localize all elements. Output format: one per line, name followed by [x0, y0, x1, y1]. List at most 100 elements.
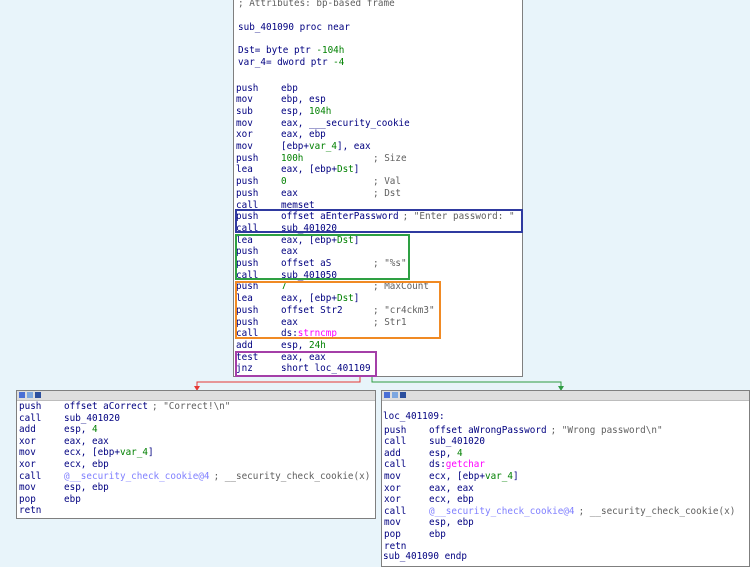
- correct-instruction-line[interactable]: retn: [19, 505, 375, 517]
- mnemonic: test: [236, 351, 259, 363]
- node-graph-icon[interactable]: [35, 392, 41, 398]
- mnemonic: xor: [384, 494, 401, 506]
- operand: offset aCorrect: [64, 401, 148, 412]
- main-instruction-line[interactable]: xor eax, ebp: [236, 129, 522, 141]
- operand: ecx, [ebp+var_4]: [64, 447, 154, 459]
- color-picker-icon[interactable]: [384, 392, 390, 398]
- operand: esp, 104h: [281, 105, 332, 117]
- endp-label: sub_401090 endp: [383, 551, 467, 562]
- operand: ds:strncmp: [281, 328, 337, 340]
- mnemonic: push: [236, 258, 259, 269]
- operand: eax, ebp: [281, 129, 326, 141]
- node-graph-icon[interactable]: [400, 392, 406, 398]
- mnemonic: xor: [236, 129, 253, 141]
- node-graph-icon[interactable]: [392, 392, 398, 398]
- mnemonic: call: [19, 470, 42, 482]
- mnemonic: xor: [19, 435, 36, 447]
- mnemonic: call: [384, 436, 407, 448]
- correct-instruction-line[interactable]: mov ecx, [ebp+var_4]: [19, 447, 375, 459]
- correct-instruction-line[interactable]: call@__security_check_cookie@4; __securi…: [19, 470, 375, 483]
- operand: esp, 4: [64, 424, 98, 436]
- operand: ecx, [ebp+var_4]: [429, 470, 519, 482]
- comment: ; "%s": [373, 258, 407, 269]
- operand: esp, ebp: [429, 517, 474, 529]
- comment: ; Val: [373, 176, 401, 188]
- highlight-box-strncmp: [235, 281, 441, 339]
- comment: ; "Wrong password\n": [550, 424, 663, 436]
- mnemonic: mov: [19, 447, 36, 459]
- operand: eax, ___security_cookie: [281, 117, 410, 129]
- node-graph-icon[interactable]: [27, 392, 33, 398]
- operand: sub_401020: [64, 412, 120, 424]
- comment: ; "Enter password: ": [402, 211, 515, 223]
- operand: sub_401050: [281, 269, 337, 281]
- mnemonic: call: [384, 459, 407, 471]
- operand: eax, [ebp+Dst]: [281, 293, 360, 305]
- main-instruction-line[interactable]: mov[ebp+var_4], eax: [236, 141, 522, 153]
- wrong-instruction-line[interactable]: retn: [384, 541, 749, 553]
- wrong-instruction-line[interactable]: call ds:getchar: [384, 459, 749, 471]
- mnemonic: xor: [19, 459, 36, 470]
- mnemonic: mov: [236, 141, 253, 152]
- mnemonic: push: [236, 211, 259, 223]
- mnemonic: mov: [384, 517, 401, 529]
- mnemonic: push: [236, 82, 259, 94]
- operand: ebp: [64, 493, 81, 505]
- operand: esp, 24h: [281, 339, 326, 351]
- operand: eax, eax: [429, 482, 474, 494]
- operand: short loc_401109: [281, 363, 371, 375]
- operand: ds:getchar: [429, 459, 485, 471]
- comment: ; __security_check_cookie(x): [213, 470, 371, 482]
- wrong-instruction-line[interactable]: call@__security_check_cookie@4; __securi…: [384, 506, 749, 518]
- wrong-instruction-line[interactable]: mov esp, ebp: [384, 517, 749, 529]
- operand: eax, [ebp+Dst]: [281, 164, 360, 176]
- dst-declaration: Dst= byte ptr -104h: [238, 45, 345, 56]
- comment: ; Size: [373, 152, 407, 164]
- mnemonic: xor: [384, 482, 401, 494]
- comment: ; Dst: [373, 187, 401, 199]
- color-picker-icon[interactable]: [19, 392, 25, 398]
- mnemonic: push: [236, 152, 259, 164]
- wrong-instruction-line[interactable]: xor eax, eax: [384, 482, 749, 495]
